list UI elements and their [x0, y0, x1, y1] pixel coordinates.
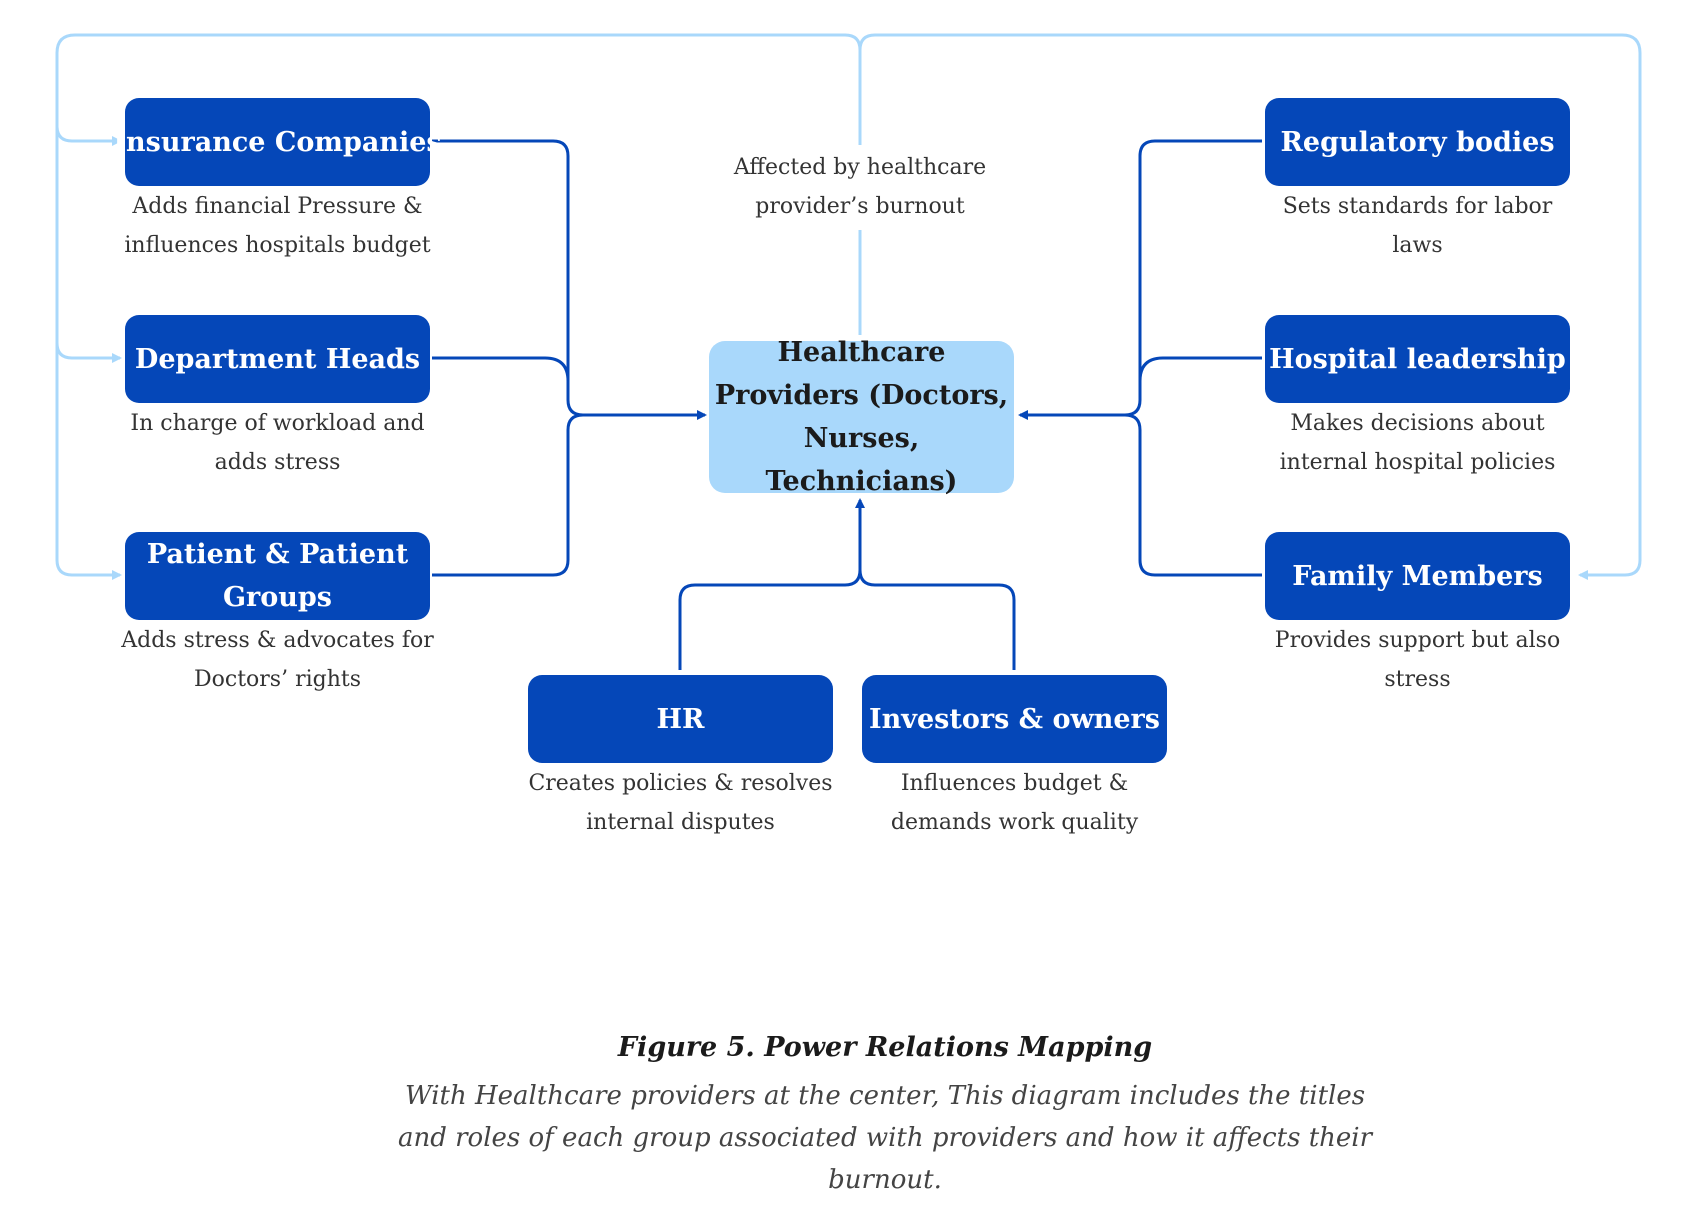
feedback-top-line	[55, 33, 862, 577]
figure-caption-title: Figure 5. Power Relations Mapping	[617, 1032, 1153, 1063]
connector-regulatory	[1124, 139, 1262, 417]
connector-patient	[432, 413, 584, 577]
desc-text: Adds financial Pressure & influences hos…	[124, 194, 431, 258]
node-insurance-companies: Insurance Companies	[113, 98, 442, 186]
top-note-text: Affected by healthcare provider’s burnou…	[733, 155, 987, 219]
node-label: Patient & Patient Groups	[146, 539, 409, 613]
desc-text: Makes decisions about internal hospital …	[1279, 411, 1556, 475]
center-node-label: Healthcare Providers (Doctors, Nurses, T…	[714, 337, 1009, 497]
node-label: HR	[656, 703, 705, 735]
node-family-members: Family Members	[1265, 532, 1570, 620]
node-label: Family Members	[1292, 560, 1543, 592]
desc-investors-owners: Influences budget & demands work quality	[862, 764, 1167, 842]
center-node-healthcare-providers: Healthcare Providers (Doctors, Nurses, T…	[709, 337, 1014, 497]
node-patient-groups: Patient & Patient Groups	[125, 532, 430, 620]
desc-text: Creates policies & resolves internal dis…	[528, 771, 833, 835]
feedback-to-insurance	[55, 125, 122, 146]
desc-text: Influences budget & demands work quality	[890, 771, 1139, 835]
desc-hr: Creates policies & resolves internal dis…	[518, 764, 843, 842]
connector-investors	[858, 569, 1016, 670]
feedback-to-department	[55, 342, 122, 363]
node-label: Investors & owners	[869, 703, 1160, 735]
desc-text: Sets standards for labor laws	[1282, 194, 1553, 258]
node-label: Insurance Companies	[113, 126, 442, 158]
node-label: Regulatory bodies	[1280, 126, 1555, 158]
connector-insurance	[432, 139, 584, 417]
node-department-heads: Department Heads	[125, 315, 430, 403]
connector-department	[432, 356, 570, 400]
desc-text: Adds stress & advocates for Doctors’ rig…	[121, 628, 434, 692]
node-investors-owners: Investors & owners	[862, 675, 1167, 763]
node-hospital-leadership: Hospital leadership	[1265, 315, 1570, 403]
node-label: Hospital leadership	[1269, 343, 1566, 375]
feedback-right-line	[858, 33, 1642, 580]
desc-text: In charge of workload and adds stress	[130, 411, 425, 475]
desc-insurance-companies: Adds financial Pressure & influences hos…	[110, 187, 445, 265]
desc-hospital-leadership: Makes decisions about internal hospital …	[1250, 404, 1585, 482]
desc-family-members: Provides support but also stress	[1265, 621, 1570, 699]
figure-caption-text: With Healthcare providers at the center,…	[397, 1081, 1373, 1195]
node-label: Department Heads	[134, 343, 421, 375]
desc-text: Provides support but also stress	[1274, 628, 1561, 692]
connector-family	[1124, 413, 1262, 577]
connector-hr	[678, 498, 865, 670]
node-regulatory-bodies: Regulatory bodies	[1265, 98, 1570, 186]
connector-hospital	[1138, 356, 1262, 400]
top-note: Affected by healthcare provider’s burnou…	[700, 148, 1020, 226]
node-hr: HR	[528, 675, 833, 763]
desc-regulatory-bodies: Sets standards for labor laws	[1265, 187, 1570, 265]
desc-department-heads: In charge of workload and adds stress	[110, 404, 445, 482]
desc-patient-groups: Adds stress & advocates for Doctors’ rig…	[110, 621, 445, 699]
